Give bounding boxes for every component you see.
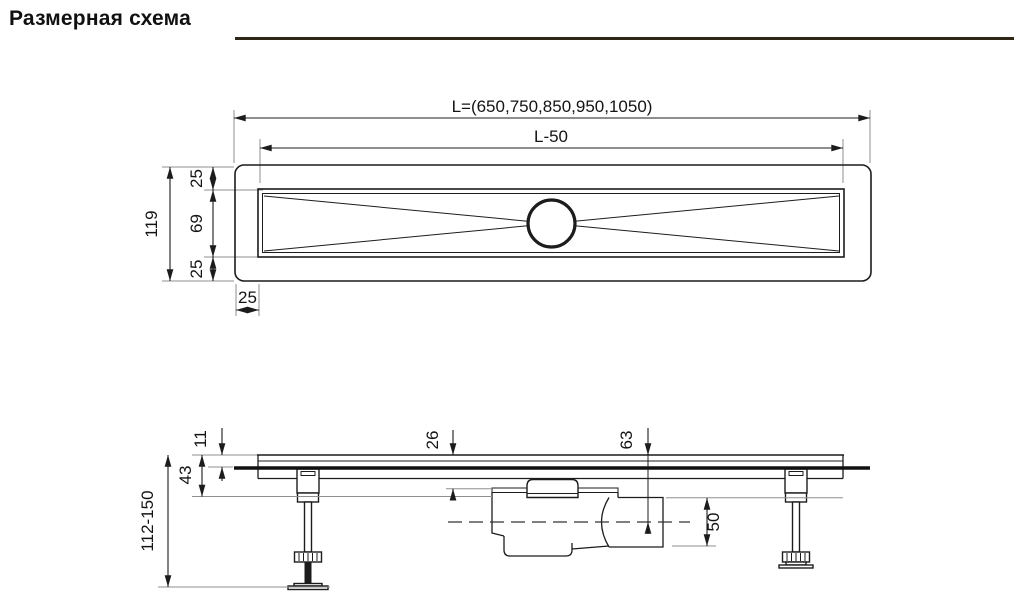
dim-trap-offset-label: 26 xyxy=(423,431,442,450)
drain-outlet-circle xyxy=(526,198,577,249)
dim-edge-left-label: 25 xyxy=(238,288,257,307)
dim-length-overall-label: L=(650,750,850,950,1050) xyxy=(452,97,653,116)
right-support-leg xyxy=(778,468,814,569)
dim-overall-width-label: 119 xyxy=(142,210,161,237)
dim-grate-length-label: L-50 xyxy=(534,127,568,146)
dim-outlet-axis-depth-label: 63 xyxy=(617,431,636,450)
dim-leg-height-range: 112-150 xyxy=(138,454,172,588)
dim-edge-top: 25 xyxy=(187,166,217,191)
dim-outlet-diameter-label: 50 xyxy=(704,513,723,532)
siphon-body-outline xyxy=(491,492,664,557)
siphon-top-connector xyxy=(526,478,579,499)
dim-grate-length: L-50 xyxy=(259,127,844,152)
dim-grate-width-label: 69 xyxy=(187,214,206,233)
top-view-extension-lines xyxy=(162,110,871,316)
left-support-leg xyxy=(287,468,329,591)
dim-grate-height-label: 11 xyxy=(191,430,210,448)
left-leg-nut-ribs xyxy=(298,553,318,561)
top-view-plan: L=(650,750,850,950,1050) L-50 119 25 69 … xyxy=(142,97,872,316)
grate-frame xyxy=(257,188,845,258)
dim-grate-height: 11 xyxy=(191,428,226,481)
right-leg-nut-ribs xyxy=(786,553,806,561)
dim-overall-width: 119 xyxy=(142,166,174,282)
siphon-trap xyxy=(448,478,690,557)
left-leg-stem xyxy=(304,562,312,584)
dim-leg-height-range-label: 112-150 xyxy=(138,490,157,551)
dim-body-height-label: 43 xyxy=(176,466,195,485)
title-rule xyxy=(235,37,1014,40)
dim-edge-top-label: 25 xyxy=(187,169,206,188)
dim-length-overall: L=(650,750,850,950,1050) xyxy=(233,97,871,122)
dim-body-height: 43 xyxy=(176,454,206,497)
side-view-elevation: 11 43 112-150 26 63 xyxy=(138,428,870,591)
channel-tray-outline xyxy=(234,164,872,282)
dim-outlet-diameter: 50 xyxy=(703,497,723,547)
page-title: Размерная схема xyxy=(9,7,191,30)
dim-edge-bottom-label: 25 xyxy=(187,260,206,279)
dim-edge-left: 25 xyxy=(235,288,260,314)
dim-edge-bottom: 25 xyxy=(187,256,217,282)
dim-grate-width: 69 xyxy=(187,189,217,258)
dim-trap-offset: 26 xyxy=(423,430,457,501)
dim-outlet-axis-depth: 63 xyxy=(617,428,652,534)
